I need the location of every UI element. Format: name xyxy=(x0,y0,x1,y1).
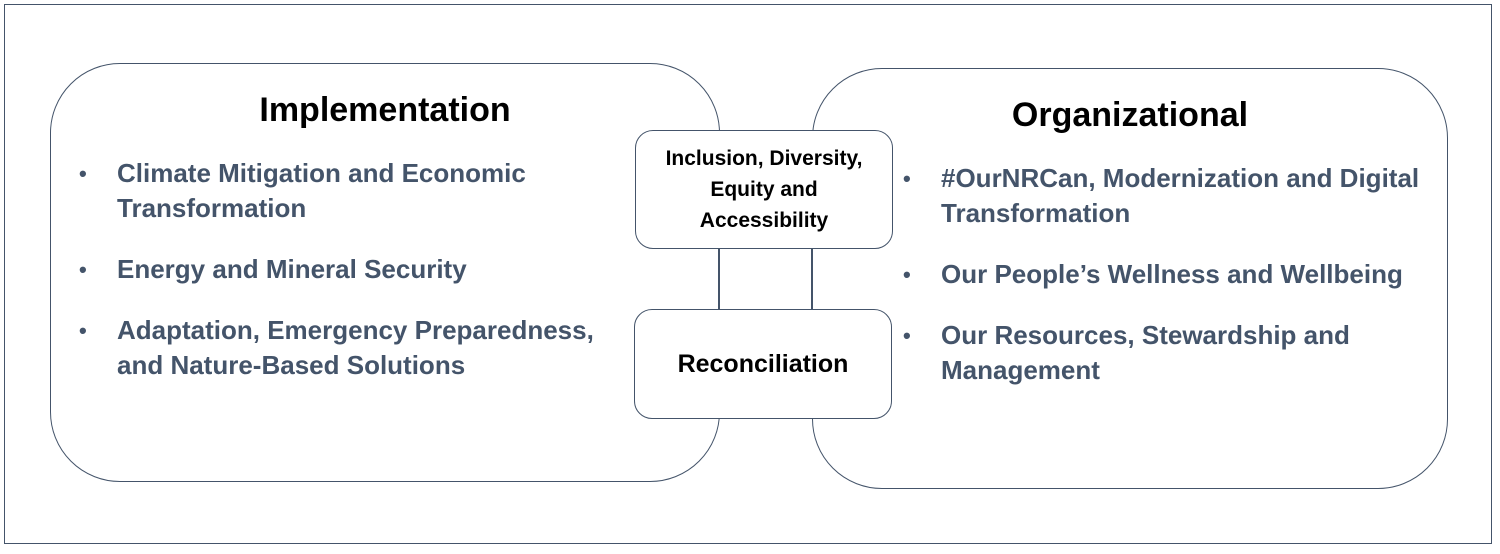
bullet-icon: • xyxy=(79,257,87,282)
list-item: • Our People’s Wellness and Wellbeing xyxy=(903,257,1423,292)
bullet-icon: • xyxy=(903,166,911,191)
bullet-icon: • xyxy=(79,161,87,186)
list-item: • Energy and Mineral Security xyxy=(79,252,599,287)
list-item-text: Adaptation, Emergency Preparedness, and … xyxy=(117,315,594,380)
reconciliation-label: Reconciliation xyxy=(677,349,849,378)
list-item-text: Energy and Mineral Security xyxy=(117,254,467,284)
list-item-text: Climate Mitigation and Economic Transfor… xyxy=(117,158,526,223)
list-item-text: #OurNRCan, Modernization and Digital Tra… xyxy=(941,163,1420,228)
bullet-icon: • xyxy=(79,318,87,343)
list-item: • #OurNRCan, Modernization and Digital Tr… xyxy=(903,161,1423,231)
list-item: • Adaptation, Emergency Preparedness, and… xyxy=(79,313,599,383)
organizational-panel: Organizational • #OurNRCan, Modernization… xyxy=(812,68,1448,489)
organizational-title: Organizational xyxy=(1011,96,1249,134)
implementation-list: • Climate Mitigation and Economic Transfo… xyxy=(79,156,599,409)
implementation-panel: Implementation • Climate Mitigation and E… xyxy=(50,63,720,482)
list-item-text: Our Resources, Stewardship and Managemen… xyxy=(941,320,1350,385)
reconciliation-box: Reconciliation xyxy=(634,309,892,419)
connector-line-left xyxy=(718,248,719,310)
list-item: • Our Resources, Stewardship and Manageme… xyxy=(903,318,1423,388)
bullet-icon: • xyxy=(903,323,911,348)
idea-label: Inclusion, Diversity, Equity and Accessi… xyxy=(665,147,863,232)
connector-line-right xyxy=(811,248,812,310)
implementation-title: Implementation xyxy=(259,91,511,129)
list-item: • Climate Mitigation and Economic Transfo… xyxy=(79,156,599,226)
idea-box: Inclusion, Diversity, Equity and Accessi… xyxy=(635,130,893,249)
organizational-list: • #OurNRCan, Modernization and Digital Tr… xyxy=(903,161,1423,414)
list-item-text: Our People’s Wellness and Wellbeing xyxy=(941,259,1403,289)
bullet-icon: • xyxy=(903,262,911,287)
